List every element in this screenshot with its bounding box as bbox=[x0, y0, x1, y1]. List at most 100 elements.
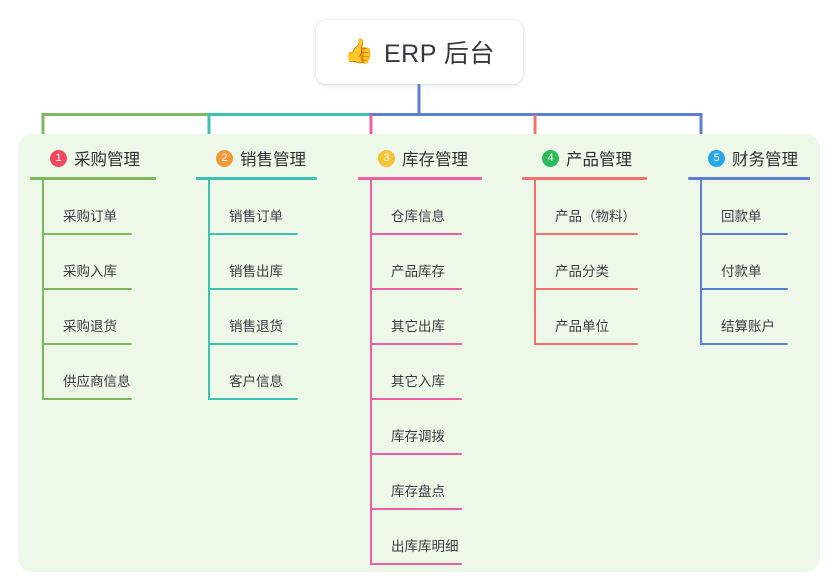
branch-item-rule bbox=[208, 343, 298, 345]
branch-item-label: 采购订单 bbox=[63, 209, 117, 224]
branch-item-label: 产品分类 bbox=[555, 264, 609, 279]
branch-header-1[interactable]: 1 采购管理 bbox=[30, 145, 182, 171]
branch-item-list: 产品（物料） 产品分类产品单位 bbox=[522, 180, 682, 345]
branch-item[interactable]: 付款单 bbox=[688, 235, 820, 290]
branch-item[interactable]: 库存盘点 bbox=[358, 455, 518, 510]
branch-item-label: 结算账户 bbox=[721, 319, 775, 334]
branch-item-label: 库存调拨 bbox=[391, 429, 445, 444]
branch-item-label: 采购退货 bbox=[63, 319, 117, 334]
branch-number-badge: 1 bbox=[50, 149, 67, 167]
branch-title: 库存管理 bbox=[402, 151, 468, 169]
branch-item-rule bbox=[42, 233, 132, 235]
branch-item[interactable]: 销售退货 bbox=[196, 290, 348, 345]
branch-title: 采购管理 bbox=[74, 151, 140, 169]
branch-item-rule bbox=[370, 233, 462, 235]
branch-item[interactable]: 出库库明细 bbox=[358, 510, 518, 565]
branch-item-list: 采购订单采购入库采购退货供应商信息 bbox=[30, 180, 182, 400]
branch-item-rule bbox=[534, 288, 638, 290]
branch-item-label: 采购入库 bbox=[63, 264, 117, 279]
branch-item[interactable]: 回款单 bbox=[688, 180, 820, 235]
branch-item-rule bbox=[534, 343, 638, 345]
branch-column-3: 3 库存管理仓库信息产品库存其它出库其它入库库存调拨库存盘点出库库明细 bbox=[358, 145, 518, 565]
branch-item-label: 产品单位 bbox=[555, 319, 609, 334]
branch-item[interactable]: 采购入库 bbox=[30, 235, 182, 290]
branch-item[interactable]: 产品（物料） bbox=[522, 180, 682, 235]
branch-item-rule bbox=[42, 288, 132, 290]
branch-item[interactable]: 产品库存 bbox=[358, 235, 518, 290]
branch-item-rule bbox=[208, 288, 298, 290]
branch-item-rule bbox=[700, 233, 788, 235]
branch-spine bbox=[42, 180, 44, 400]
branch-item-label: 其它出库 bbox=[391, 319, 445, 334]
branch-item-label: 库存盘点 bbox=[391, 484, 445, 499]
branches-panel bbox=[18, 134, 820, 572]
branch-item-label: 销售出库 bbox=[229, 264, 283, 279]
branch-item-rule bbox=[370, 453, 462, 455]
branch-item[interactable]: 客户信息 bbox=[196, 345, 348, 400]
branch-item[interactable]: 采购退货 bbox=[30, 290, 182, 345]
branch-item[interactable]: 采购订单 bbox=[30, 180, 182, 235]
branch-item[interactable]: 其它出库 bbox=[358, 290, 518, 345]
branch-header-rule bbox=[358, 177, 482, 180]
thumbs-up-icon: 👍 bbox=[344, 38, 374, 65]
branch-item-rule bbox=[370, 288, 462, 290]
branch-item[interactable]: 仓库信息 bbox=[358, 180, 518, 235]
branch-header-rule bbox=[522, 177, 647, 180]
branch-item[interactable]: 供应商信息 bbox=[30, 345, 182, 400]
branch-item-label: 客户信息 bbox=[229, 374, 283, 389]
branch-item-label: 回款单 bbox=[721, 209, 762, 224]
branch-item-rule bbox=[700, 343, 788, 345]
branch-title: 产品管理 bbox=[566, 151, 632, 169]
branch-item[interactable]: 库存调拨 bbox=[358, 400, 518, 455]
branch-column-1: 1 采购管理采购订单采购入库采购退货供应商信息 bbox=[30, 145, 182, 400]
branch-item-label: 产品（物料） bbox=[555, 209, 636, 224]
branch-header-3[interactable]: 3 库存管理 bbox=[358, 145, 518, 171]
branch-header-rule bbox=[688, 177, 810, 180]
branch-number-badge: 2 bbox=[216, 149, 233, 167]
branch-item-label: 销售订单 bbox=[229, 209, 283, 224]
branch-number-badge: 5 bbox=[708, 149, 725, 167]
branch-number-badge: 3 bbox=[378, 149, 395, 167]
branch-spine bbox=[370, 180, 372, 565]
branch-header-2[interactable]: 2 销售管理 bbox=[196, 145, 348, 171]
branch-header-rule bbox=[196, 177, 317, 180]
branch-item-rule bbox=[370, 343, 462, 345]
branch-item-rule bbox=[370, 563, 462, 565]
branch-item[interactable]: 销售出库 bbox=[196, 235, 348, 290]
branch-item[interactable]: 销售订单 bbox=[196, 180, 348, 235]
branch-item[interactable]: 其它入库 bbox=[358, 345, 518, 400]
branch-item-label: 产品库存 bbox=[391, 264, 445, 279]
branch-item-list: 回款单付款单结算账户 bbox=[688, 180, 820, 345]
branch-number-badge: 4 bbox=[542, 149, 559, 167]
branch-item-label: 供应商信息 bbox=[63, 374, 131, 389]
branch-item-label: 仓库信息 bbox=[391, 209, 445, 224]
branch-spine bbox=[208, 180, 210, 400]
branch-item[interactable]: 结算账户 bbox=[688, 290, 820, 345]
root-node-erp-backend[interactable]: 👍 ERP 后台 bbox=[316, 20, 523, 84]
branch-item-rule bbox=[370, 508, 462, 510]
branch-item-rule bbox=[370, 398, 462, 400]
branch-item-label: 其它入库 bbox=[391, 374, 445, 389]
branch-item-label: 付款单 bbox=[721, 264, 762, 279]
branch-item[interactable]: 产品分类 bbox=[522, 235, 682, 290]
branch-item-list: 仓库信息产品库存其它出库其它入库库存调拨库存盘点出库库明细 bbox=[358, 180, 518, 565]
branch-item-list: 销售订单销售出库销售退货客户信息 bbox=[196, 180, 348, 400]
branch-column-4: 4 产品管理产品（物料） 产品分类产品单位 bbox=[522, 145, 682, 345]
branch-item[interactable]: 产品单位 bbox=[522, 290, 682, 345]
branch-spine bbox=[534, 180, 536, 345]
branch-header-4[interactable]: 4 产品管理 bbox=[522, 145, 682, 171]
branch-item-rule bbox=[208, 398, 298, 400]
branch-item-rule bbox=[700, 288, 788, 290]
branch-title: 销售管理 bbox=[240, 151, 306, 169]
branch-header-rule bbox=[30, 177, 156, 180]
branch-spine bbox=[700, 180, 702, 345]
branch-item-rule bbox=[534, 233, 638, 235]
branch-column-2: 2 销售管理销售订单销售出库销售退货客户信息 bbox=[196, 145, 348, 400]
branch-item-label: 出库库明细 bbox=[391, 539, 459, 554]
root-node-title: ERP 后台 bbox=[383, 40, 495, 68]
branch-item-label: 销售退货 bbox=[229, 319, 283, 334]
branch-item-rule bbox=[42, 398, 132, 400]
